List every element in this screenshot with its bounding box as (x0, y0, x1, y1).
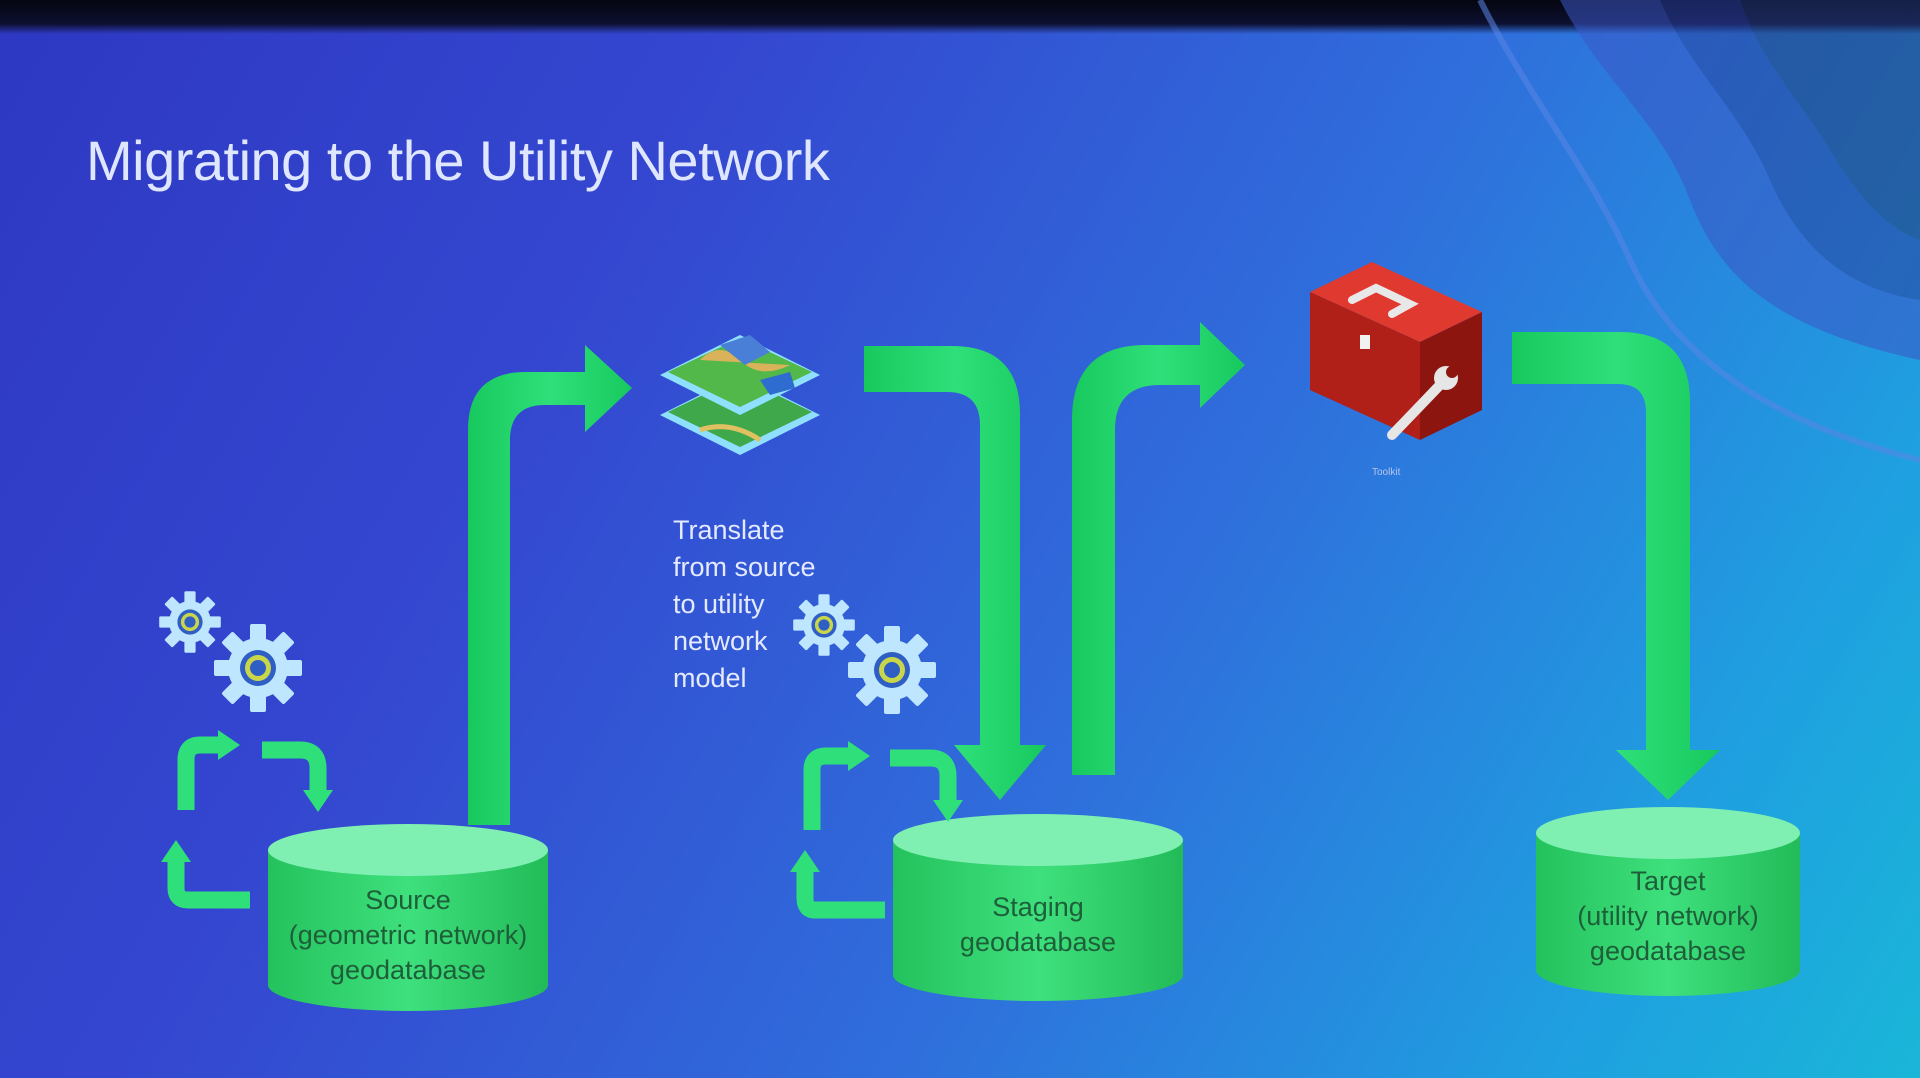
staging-database (893, 814, 1183, 1001)
flow-arrow-toolkit-to-target (1512, 332, 1720, 800)
source-database (268, 824, 548, 1011)
target-label-line-3: geodatabase (1589, 936, 1747, 966)
target-label-line-2: (utility network) (1577, 901, 1759, 931)
wrench-icon (1387, 366, 1458, 440)
source-label-line-1: Source (365, 885, 451, 915)
target-label-line-1: Target (1630, 866, 1706, 896)
gear-icon-large-source (214, 624, 302, 712)
source-database-label: Source (geometric network) geodatabase (268, 883, 548, 988)
flow-arrow-staging-to-toolkit (1072, 322, 1245, 775)
translate-line-3: to utility (673, 589, 765, 619)
flow-arrow-source-to-translate (468, 345, 632, 825)
target-database-label: Target (utility network) geodatabase (1536, 864, 1800, 969)
translate-line-5: model (673, 663, 747, 693)
source-label-line-2: (geometric network) (288, 920, 528, 950)
translate-line-1: Translate (673, 515, 785, 545)
target-database (1536, 807, 1800, 996)
cycle-arrows-icon-staging (796, 747, 957, 919)
cycle-arrowheads-staging (790, 741, 963, 872)
translate-line-4: network (673, 626, 768, 656)
translate-line-2: from source (673, 552, 816, 582)
gear-icon-large-staging (848, 626, 936, 714)
cycle-arrows-icon-source (167, 736, 327, 909)
staging-label-line-2: geodatabase (959, 927, 1117, 957)
map-layers-icon (660, 335, 820, 455)
toolbox-icon (1310, 262, 1482, 440)
cycle-arrowheads-source (161, 730, 333, 862)
toolkit-label: Toolkit (1372, 467, 1401, 478)
gear-icon-small-source (159, 591, 221, 653)
source-label-line-3: geodatabase (329, 955, 487, 985)
map-decoration (1477, 0, 1920, 463)
translate-step-label: Translate from source to utility network… (673, 512, 816, 697)
staging-database-label: Staging geodatabase (893, 890, 1183, 960)
flow-arrow-translate-to-staging (864, 346, 1046, 800)
staging-label-line-1: Staging (992, 892, 1084, 922)
slide-title: Migrating to the Utility Network (86, 129, 830, 192)
